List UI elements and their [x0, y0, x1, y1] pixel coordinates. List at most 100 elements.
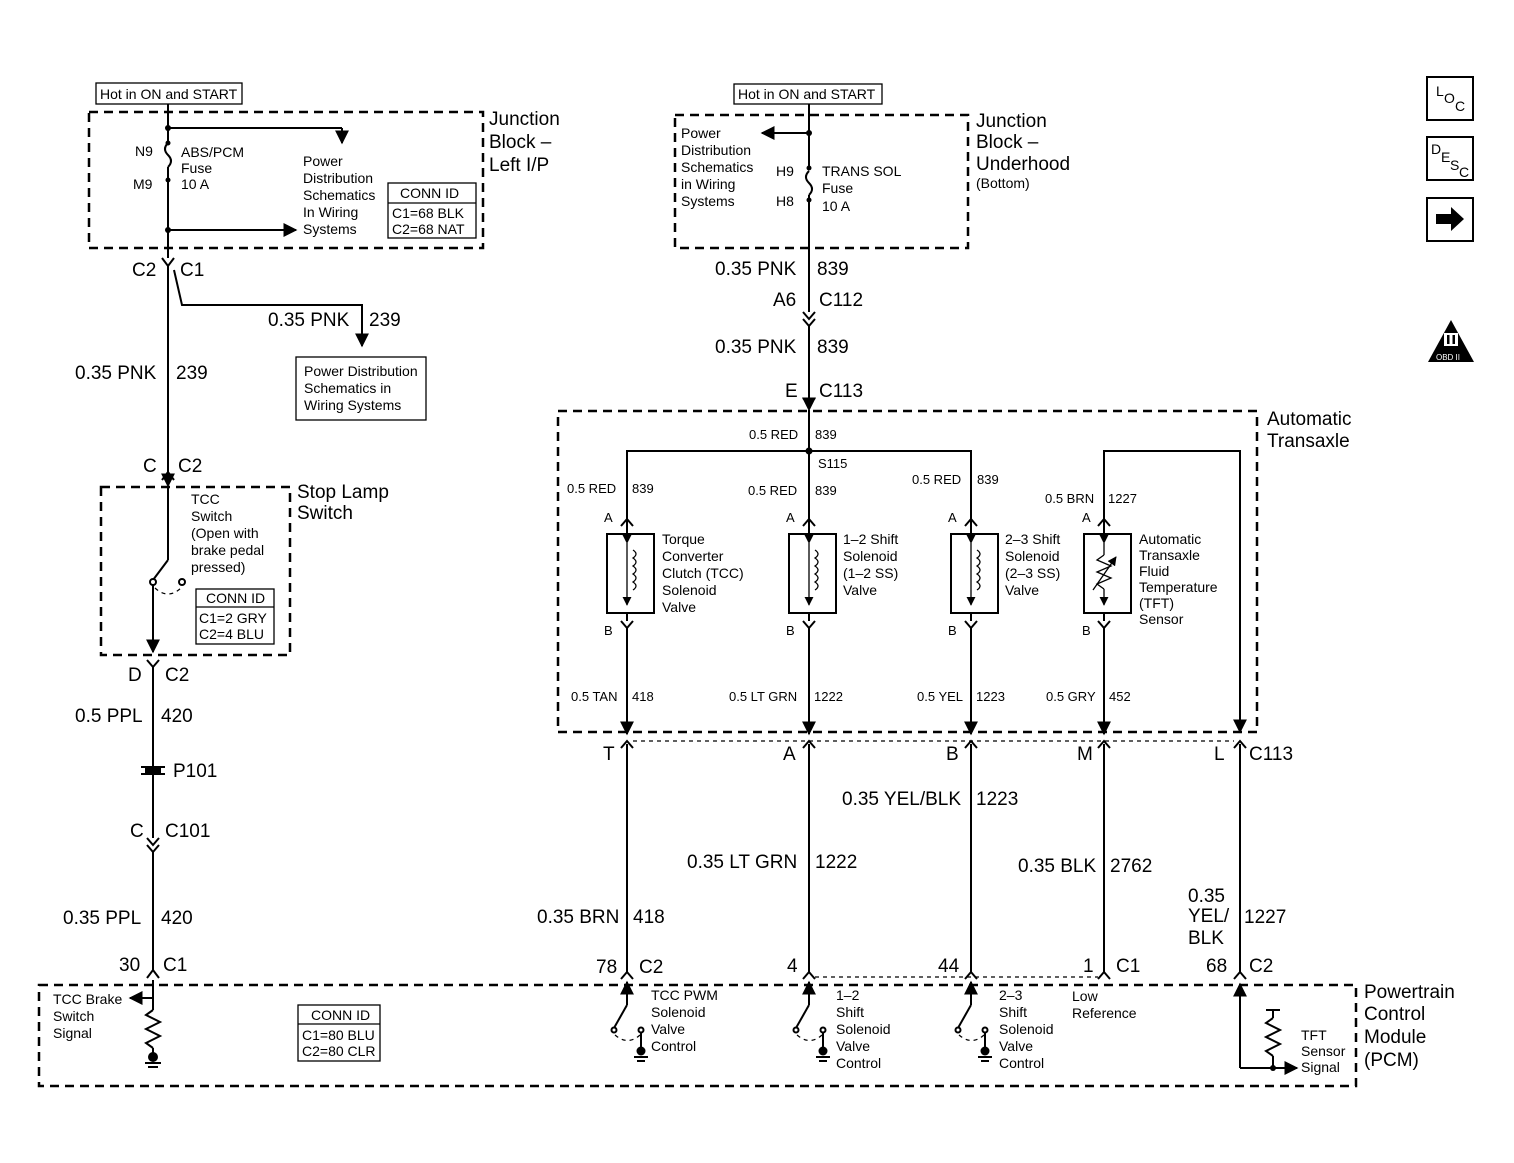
r-fuse-1: TRANS SOL [822, 163, 902, 179]
resistor-icon [143, 1009, 163, 1049]
pcm-title-3: Module [1364, 1027, 1426, 1048]
ss23-out: 0.5 YEL [917, 689, 963, 704]
r-power-ref-5: Systems [681, 193, 735, 209]
w-blk: 0.35 BLK [1018, 856, 1096, 877]
ss23-wire: 0.5 RED [912, 472, 961, 487]
top-wire: 0.5 RED [749, 427, 798, 442]
jb-left-title-2: Block – [489, 132, 552, 153]
pd-2: Schematics in [304, 380, 391, 396]
tft-l2: Transaxle [1139, 547, 1200, 563]
ss12-l3: (1–2 SS) [843, 565, 898, 581]
r-fuse-2: Fuse [822, 180, 853, 196]
w-ybk-2: YEL/ [1188, 906, 1230, 927]
jb-right-sub: (Bottom) [976, 175, 1030, 191]
sw-label-2: Switch [191, 508, 232, 524]
ss12-pin-a: A [786, 510, 795, 525]
right-arrow-icon [1436, 207, 1464, 231]
pcm-conn-row-1: C1=80 BLU [302, 1027, 375, 1043]
ss12-ctrl-5: Control [836, 1055, 881, 1071]
tcc-circuit: 839 [632, 481, 654, 496]
power-ref-1: Power [303, 153, 343, 169]
w-ybk-1: 0.35 [1188, 886, 1225, 907]
sw-label-1: TCC [191, 491, 220, 507]
loc-icon: L [1436, 83, 1444, 99]
conn-c1: C1 [180, 260, 204, 281]
tft-sig-1: TFT [1301, 1027, 1327, 1043]
left-circuit: Hot in ON and START Junction Block – Lef… [63, 82, 560, 979]
branch-circuit: 239 [369, 310, 401, 331]
ss23-l3: (2–3 SS) [1005, 565, 1060, 581]
power-ref-4: In Wiring [303, 204, 358, 220]
top-circuit: 839 [815, 427, 837, 442]
ss12-pin-b: B [786, 623, 795, 638]
conn-c2: C2 [132, 260, 156, 281]
ss23-ctrl-3: Solenoid [999, 1021, 1054, 1037]
loc-button[interactable]: L O C [1426, 76, 1474, 121]
ss12-out-c: 1222 [814, 689, 843, 704]
branch-wire: 0.35 PNK [268, 310, 350, 331]
w-ybk-3: BLK [1188, 928, 1224, 949]
splice-p101: P101 [173, 761, 217, 782]
fuse-h8: H8 [776, 193, 794, 209]
tcc-l5: Valve [662, 599, 696, 615]
junction-block-left [87, 110, 485, 250]
hot-label-right: Hot in ON and START [738, 86, 876, 102]
wire3-circuit: 420 [161, 908, 193, 929]
tft-signal: TFT Sensor Signal [1233, 982, 1346, 1075]
w-brn: 0.35 BRN [537, 907, 619, 928]
tft-pin-b: B [1082, 623, 1091, 638]
power-distribution-box: Power Distribution Schematics in Wiring … [295, 356, 427, 421]
automatic-transaxle-box [556, 409, 1259, 734]
tft-l5: (TFT) [1139, 595, 1174, 611]
pd-3: Wiring Systems [304, 397, 401, 413]
ss12-ctrl-1: 1–2 [836, 987, 860, 1003]
ss12-out: 0.5 LT GRN [729, 689, 797, 704]
tft-wire: 0.5 BRN [1045, 491, 1094, 506]
ss23-l1: 2–3 Shift [1005, 531, 1060, 547]
ss12-l1: 1–2 Shift [843, 531, 898, 547]
ss12-wire: 0.5 RED [748, 483, 797, 498]
w-yb-c: 1223 [976, 789, 1018, 810]
tcc-pin-a: A [604, 510, 613, 525]
c101-pin: C [130, 821, 144, 842]
pcm-pin-4: 4 [787, 956, 798, 977]
sw-conn-c2b: C2 [165, 665, 189, 686]
next-page-button[interactable] [1426, 197, 1474, 242]
right-circuit: Hot in ON and START Junction Block – Und… [537, 83, 1351, 980]
ss12-solenoid: A B 1–2 Shift Solenoid (1–2 SS) Valve 0.… [729, 510, 898, 736]
ss12-circuit: 839 [815, 483, 837, 498]
wire3-color: 0.35 PPL [63, 908, 141, 929]
c113-bottom: C113 [1249, 744, 1293, 765]
power-ref-3: Schematics [303, 187, 375, 203]
fuse-label-3: 10 A [181, 176, 210, 192]
c113-top: C113 [819, 381, 863, 402]
tcc-wire: 0.5 RED [567, 481, 616, 496]
jb-right-title-2: Block – [976, 132, 1039, 153]
pin-ca: A [783, 744, 796, 765]
conn-row-2: C2=68 NAT [392, 221, 465, 237]
pin-l: L [1214, 744, 1225, 765]
desc-button[interactable]: D E S C [1426, 136, 1474, 181]
loc-o: O [1444, 90, 1455, 106]
ss23-l2: Solenoid [1005, 548, 1060, 564]
pcm-pin-68-conn: C2 [1249, 956, 1273, 977]
power-ref-2: Distribution [303, 170, 373, 186]
jb-right-title-3: Underhood [976, 154, 1070, 175]
ss23-pin-a: A [948, 510, 957, 525]
r-fuse-3: 10 A [822, 198, 851, 214]
conn-id-left-jb: CONN ID C1=68 BLK C2=68 NAT [387, 182, 477, 239]
pd-1: Power Distribution [304, 363, 418, 379]
r-power-ref-2: Distribution [681, 142, 751, 158]
low-ref-2: Reference [1072, 1005, 1137, 1021]
tft-l6: Sensor [1139, 611, 1184, 627]
coil-icon [631, 549, 637, 591]
loc-c: C [1455, 98, 1465, 114]
c101-conn: C101 [165, 821, 210, 842]
coil-icon [975, 549, 981, 591]
pcm-module: Powertrain Control Module (PCM) TCC Brak… [37, 980, 1455, 1088]
pcm-title-4: (PCM) [1364, 1050, 1419, 1071]
sw-title-1: Stop Lamp [297, 482, 389, 503]
obd-label: OBD II [1436, 353, 1460, 362]
tft-circuit: 1227 [1108, 491, 1137, 506]
tcc-l2: Converter [662, 548, 724, 564]
